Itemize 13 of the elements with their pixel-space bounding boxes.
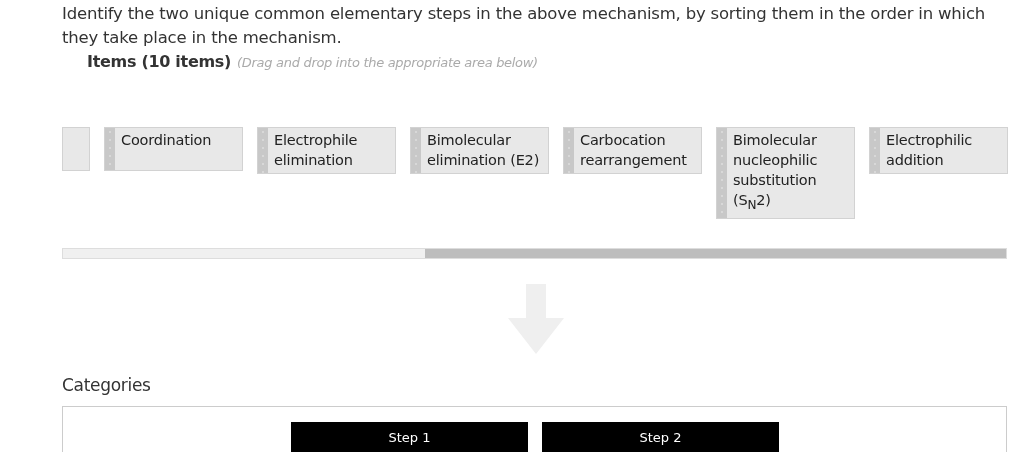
- draggable-item-card: Carbocation rearrangement: [563, 127, 702, 174]
- category-header: Step 2: [542, 422, 779, 452]
- items-heading: Items (10 items): [87, 52, 232, 71]
- category-header: Step 1: [291, 422, 528, 452]
- draggable-item-card: Electrophile elimination: [257, 127, 396, 174]
- question-text: Identify the two unique common elementary steps in the above mechanism, by sorting them in the order in which they take place in the mechanism.: [62, 3, 987, 49]
- draggable-item-card: Electrophilic addition: [869, 127, 1008, 174]
- draggable-item-card: Bimolecular elimination (E2): [410, 127, 549, 174]
- item-card: [62, 127, 90, 171]
- instruction-hint: (Drag and drop into the appropriate area below): [237, 55, 538, 70]
- draggable-item-card: Coordination: [104, 127, 243, 171]
- section-heading: Categories: [62, 375, 151, 395]
- draggable-item-card: Bimolecular nucleophilic substitution (S$_{N}$2): [716, 127, 855, 219]
